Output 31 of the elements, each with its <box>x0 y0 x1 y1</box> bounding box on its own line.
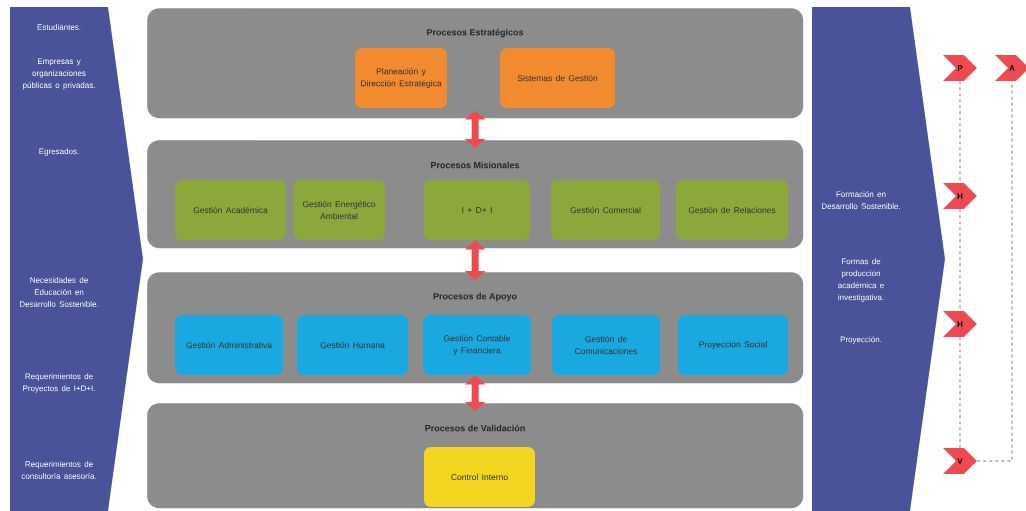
band-text: Requerimientos de consultoría asesoría. <box>21 461 96 479</box>
band-text: Formas de producción académica e investigativa. <box>838 258 884 302</box>
band-text: Formación en Desarrollo Sostenible. <box>821 191 900 209</box>
band-title: Procesos Estratégicos <box>427 28 524 38</box>
band-title: Procesos de Apoyo <box>433 292 517 302</box>
process-box: I + D+ I <box>424 180 530 240</box>
band-text: Estudiantes. <box>37 24 81 30</box>
process-box: Planeación y Dirección Estratégica <box>355 48 447 108</box>
double-arrow <box>464 375 486 411</box>
band-title: Procesos Misionales <box>431 161 520 169</box>
band-text: Proyección. <box>840 336 882 344</box>
process-box: Gestión Humana <box>297 315 408 375</box>
process-box: Gestión Comercial <box>551 180 660 240</box>
process-box: Control Interno <box>424 447 535 507</box>
band-title: Procesos de Validación <box>425 424 525 432</box>
band-text: Requerimientos de Proyectos de I+D+I. <box>23 373 95 393</box>
band-text: Empresas y organizaciones públicas o privadas. <box>23 58 95 90</box>
dashed-line <box>959 336 961 449</box>
process-box: Gestión de Relaciones <box>676 180 788 240</box>
process-box: Gestión Contable y Financiera <box>423 315 531 375</box>
double-arrow <box>464 110 486 148</box>
dashed-line <box>976 80 1013 462</box>
band-text: Egresados. <box>39 148 79 156</box>
process-box: Gestión de Comunicaciones <box>552 315 660 375</box>
double-arrow <box>464 240 486 280</box>
process-box: Proyección Social <box>678 315 788 375</box>
band-text: Necesidades de Educación en Desarrollo Sostenible. <box>20 277 98 307</box>
process-box: Gestión Académica <box>175 180 286 240</box>
process-box: Sistemas de Gestión <box>500 48 615 108</box>
process-box: Gestión Administrativa <box>175 315 283 375</box>
process-box: Gestión Energético Ambiental <box>293 180 385 240</box>
